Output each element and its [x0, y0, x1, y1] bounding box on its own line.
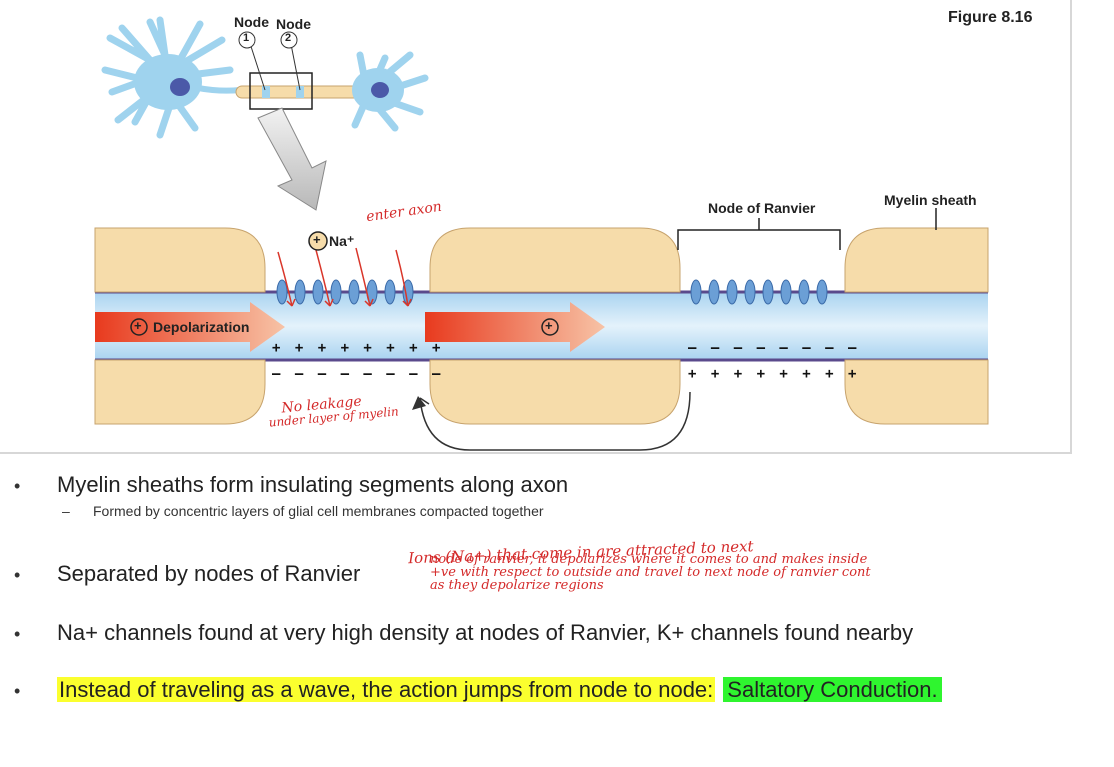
node-of-ranvier-bracket	[677, 218, 841, 250]
neuron-right	[351, 51, 429, 132]
na-ion-label: Na⁺	[329, 233, 355, 249]
charges-inside-right: – – – – – – – –	[688, 340, 860, 356]
figure-label: Figure 8.16	[948, 9, 1033, 26]
note-line: node of ranvier, it depolarizes where it…	[430, 552, 868, 567]
figure-panel: Figure 8.16	[0, 0, 1072, 454]
node-2-number: 2	[285, 32, 292, 44]
node-of-ranvier-label: Node of Ranvier	[708, 200, 816, 216]
depolarization-plus-middle: +	[545, 318, 553, 333]
bullet-text: Na+ channels found at very high density …	[57, 620, 914, 645]
depolarization-label: Depolarization	[153, 319, 250, 335]
dash-symbol: –	[62, 503, 70, 519]
zoom-arrow	[257, 107, 327, 211]
bullet-text: Separated by nodes of Ranvier	[57, 561, 361, 586]
na-plus-symbol: +	[313, 232, 321, 247]
depolarization-arrow-middle	[425, 302, 605, 352]
charges-outside-right: + + + + + + + +	[688, 366, 860, 382]
node-2-label: Node	[276, 16, 311, 32]
na-channels-right	[690, 279, 828, 305]
saltatory-conduction-highlight: Saltatory Conduction.	[723, 677, 942, 702]
depolarization-arrow-left	[95, 302, 285, 352]
myelin-sheath-label: Myelin sheath	[884, 192, 977, 208]
note-line: as they depolarize regions	[430, 578, 604, 593]
myelin-segment-2	[429, 227, 681, 293]
charges-outside-left: – – – – – – – –	[272, 366, 444, 382]
na-channels-left	[276, 279, 414, 305]
na-influx-arrows	[277, 247, 412, 307]
neuron-left	[101, 16, 241, 139]
sub-bullet-text: Formed by concentric layers of glial cel…	[93, 503, 544, 519]
handwritten-note: Ions (Na+) that come in are attracted to…	[408, 537, 1108, 593]
bullet-text: Instead of traveling as a wave, the acti…	[57, 677, 942, 703]
myelin-segment-1	[94, 227, 266, 293]
depolarization-plus-left: +	[134, 318, 142, 333]
myelin-segment-3	[844, 227, 989, 293]
highlighted-text: Instead of traveling as a wave, the acti…	[57, 677, 716, 702]
neuron-diagram	[94, 16, 989, 451]
bullet-symbol: •	[14, 476, 21, 496]
node-1-label: Node	[234, 14, 269, 30]
note-line: +ve with respect to outside and travel t…	[430, 565, 871, 580]
bullet-symbol: •	[14, 681, 21, 701]
charges-inside-left: + + + + + + + +	[272, 340, 444, 356]
bullet-symbol: •	[14, 624, 21, 644]
node-1-number: 1	[243, 32, 250, 44]
bullet-symbol: •	[14, 565, 21, 585]
local-current-arrow	[419, 391, 691, 451]
axon-small	[235, 31, 367, 110]
bullet-text: Myelin sheaths form insulating segments …	[57, 472, 569, 497]
